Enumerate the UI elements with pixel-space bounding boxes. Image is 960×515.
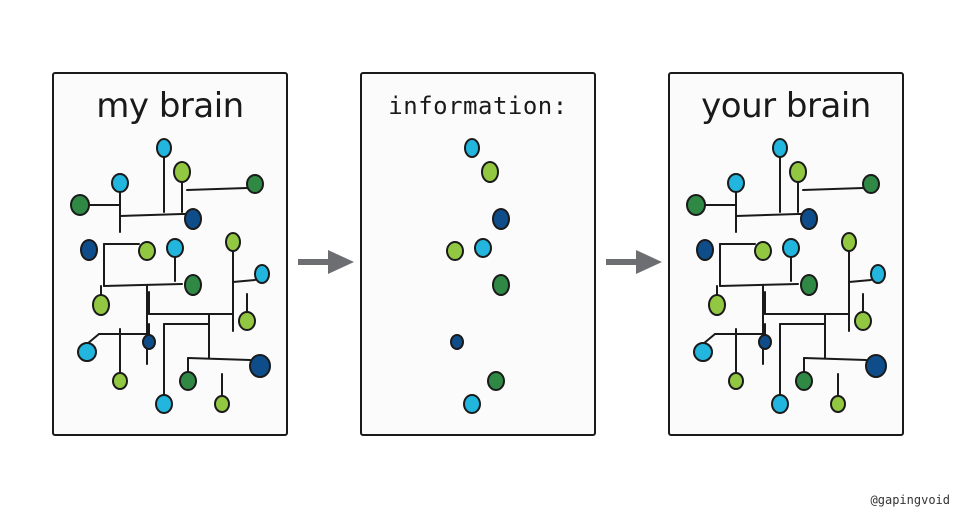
your-brain-node [693,342,713,362]
my-brain-connector-line [232,279,256,283]
my-brain-node [173,161,191,183]
your-brain-node [870,264,886,284]
information-node [463,394,481,414]
your-brain-node [830,395,846,413]
your-brain-node [800,208,818,230]
information-node [474,238,492,258]
your-brain-node [758,334,772,350]
my-brain-node [166,238,184,258]
my-brain-node [138,241,156,261]
your-brain-network [686,138,887,414]
your-brain-node [727,173,745,193]
my-brain-title: my brain [96,86,244,126]
your-brain-node [854,311,872,331]
right-arrow-icon [298,250,354,274]
information-node [481,161,499,183]
my-brain-node [225,232,241,252]
your-brain-connector-line [719,283,799,287]
your-brain-node [862,174,880,194]
your-brain-node [728,372,744,390]
my-brain-node [112,372,128,390]
my-brain-connector-line [119,213,183,217]
my-brain-node [80,239,98,261]
your-brain-node [795,371,813,391]
information-node [446,241,464,261]
my-brain-connector-line [187,357,251,361]
my-brain-node [156,138,172,158]
your-brain-connector-line [735,213,799,217]
your-brain-node [696,239,714,261]
my-brain-node [254,264,270,284]
your-brain-title: your brain [701,86,871,126]
information-node [492,208,510,230]
your-brain-connector-line [803,357,867,361]
your-brain-node [771,394,789,414]
my-brain-node [214,395,230,413]
your-brain-panel: your brain [668,72,904,436]
information-node [487,371,505,391]
your-brain-node [772,138,788,158]
right-arrow-icon [606,250,662,274]
my-brain-network [70,138,271,414]
your-brain-node [708,294,726,316]
your-brain-node [865,354,887,378]
my-brain-node [184,274,202,296]
information-dots [446,138,510,414]
my-brain-node [142,334,156,350]
my-brain-node [238,311,256,331]
your-brain-node [686,194,706,216]
my-brain-node [155,394,173,414]
my-brain-connector-line [186,187,248,191]
your-brain-node [782,238,800,258]
information-panel: information: [360,72,596,436]
your-brain-connector-line [802,187,864,191]
your-brain-connector-line [848,279,872,283]
my-brain-node [249,354,271,378]
my-brain-node [70,194,90,216]
information-node [492,274,510,296]
my-brain-node [111,173,129,193]
information-node [450,334,464,350]
my-brain-node [184,208,202,230]
my-brain-panel: my brain [52,72,288,436]
your-brain-node [789,161,807,183]
information-title: information: [388,92,568,120]
information-node [464,138,480,158]
my-brain-node [92,294,110,316]
my-brain-connector-line [103,283,183,287]
your-brain-node [800,274,818,296]
your-brain-node [841,232,857,252]
my-brain-node [77,342,97,362]
credit-text: @gapingvoid [870,493,950,507]
your-brain-node [754,241,772,261]
my-brain-node [246,174,264,194]
my-brain-node [179,371,197,391]
